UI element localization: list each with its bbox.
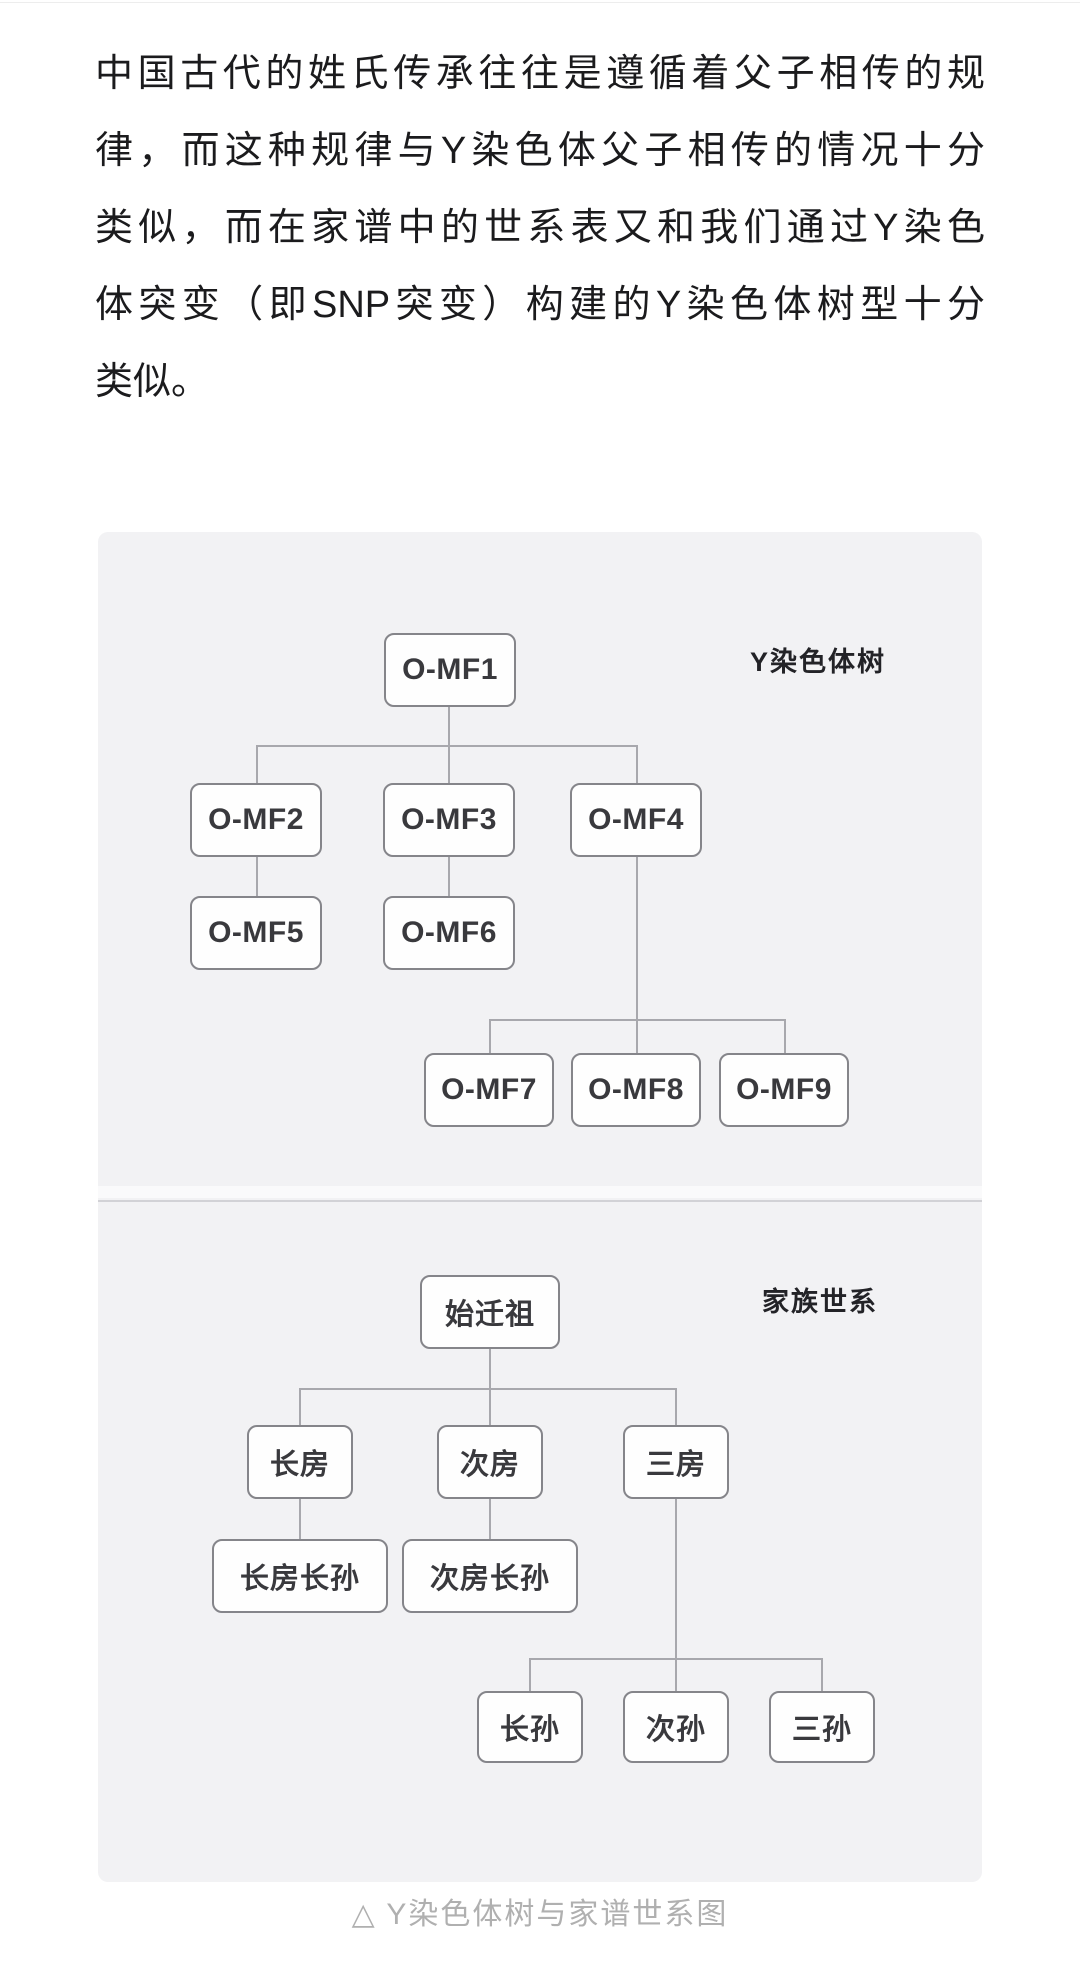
edge-to-sansun bbox=[821, 1658, 823, 1691]
tree-node-omf4: O-MF4 bbox=[570, 783, 702, 857]
tree-node-omf5: O-MF5 bbox=[190, 896, 322, 970]
edge-sanfang-down bbox=[675, 1499, 677, 1691]
edge-cifang-grandson bbox=[489, 1499, 491, 1539]
figure-caption: △ Y染色体树与家谱世系图 bbox=[351, 1898, 729, 1931]
edge-omf4-children-rail bbox=[489, 1019, 786, 1021]
tree-node-changfang-changsun: 长房长孙 bbox=[212, 1539, 388, 1613]
tree-node-shiqianzu: 始迁祖 bbox=[420, 1275, 560, 1349]
tree-node-omf3: O-MF3 bbox=[383, 783, 515, 857]
edge-ancestor-down bbox=[489, 1349, 491, 1388]
edge-sanfang-children-rail bbox=[529, 1658, 823, 1660]
panel-divider-soft bbox=[98, 1186, 982, 1198]
tree-node-cisun: 次孙 bbox=[623, 1691, 729, 1763]
edge-to-omf3 bbox=[448, 745, 450, 783]
tree-node-changsun: 长孙 bbox=[477, 1691, 583, 1763]
tree-node-omf1: O-MF1 bbox=[384, 633, 516, 707]
paragraph-line: 类似，而在家谱中的世系表又和我们通过Y染色 bbox=[95, 207, 985, 249]
page-top-divider bbox=[0, 2, 1080, 3]
paragraph-line: 体突变（即SNP突变）构建的Y染色体树型十分 bbox=[95, 284, 985, 326]
tree-node-cifang-changsun: 次房长孙 bbox=[402, 1539, 578, 1613]
y-tree-title: Y染色体树 bbox=[749, 647, 886, 677]
edge-omf1-down bbox=[448, 707, 450, 745]
edge-to-omf4 bbox=[636, 745, 638, 783]
family-tree-title: 家族世系 bbox=[762, 1287, 878, 1317]
lineage-figure: Y染色体树 O-MF1 O-MF2 O-MF3 O-MF4 O-MF5 O-MF… bbox=[98, 532, 982, 1882]
tree-node-omf7: O-MF7 bbox=[424, 1053, 554, 1127]
tree-node-omf8: O-MF8 bbox=[571, 1053, 701, 1127]
paragraph-line: 律，而这种规律与Y染色体父子相传的情况十分 bbox=[95, 130, 985, 172]
edge-omf2-omf5 bbox=[256, 857, 258, 896]
tree-node-sansun: 三孙 bbox=[769, 1691, 875, 1763]
tree-node-omf6: O-MF6 bbox=[383, 896, 515, 970]
intro-paragraph: 中国古代的姓氏传承往往是遵循着父子相传的规 律，而这种规律与Y染色体父子相传的情… bbox=[95, 36, 985, 421]
edge-to-cifang bbox=[489, 1388, 491, 1425]
edge-to-omf2 bbox=[256, 745, 258, 783]
paragraph-line: 中国古代的姓氏传承往往是遵循着父子相传的规 bbox=[95, 53, 985, 95]
edge-changfang-grandson bbox=[299, 1499, 301, 1539]
edge-to-omf7 bbox=[489, 1019, 491, 1053]
edge-omf3-omf6 bbox=[448, 857, 450, 896]
tree-node-cifang: 次房 bbox=[437, 1425, 543, 1499]
edge-to-sanfang bbox=[675, 1388, 677, 1425]
edge-to-changfang bbox=[299, 1388, 301, 1425]
panel-divider bbox=[98, 1200, 982, 1202]
edge-ancestor-children-rail bbox=[299, 1388, 677, 1390]
edge-to-omf9 bbox=[784, 1019, 786, 1053]
tree-node-sanfang: 三房 bbox=[623, 1425, 729, 1499]
edge-omf4-down bbox=[636, 857, 638, 1053]
edge-to-changsun bbox=[529, 1658, 531, 1691]
paragraph-line: 类似。 bbox=[95, 361, 210, 403]
tree-node-omf2: O-MF2 bbox=[190, 783, 322, 857]
tree-node-omf9: O-MF9 bbox=[719, 1053, 849, 1127]
edge-omf1-children-rail bbox=[256, 745, 638, 747]
tree-node-changfang: 长房 bbox=[247, 1425, 353, 1499]
